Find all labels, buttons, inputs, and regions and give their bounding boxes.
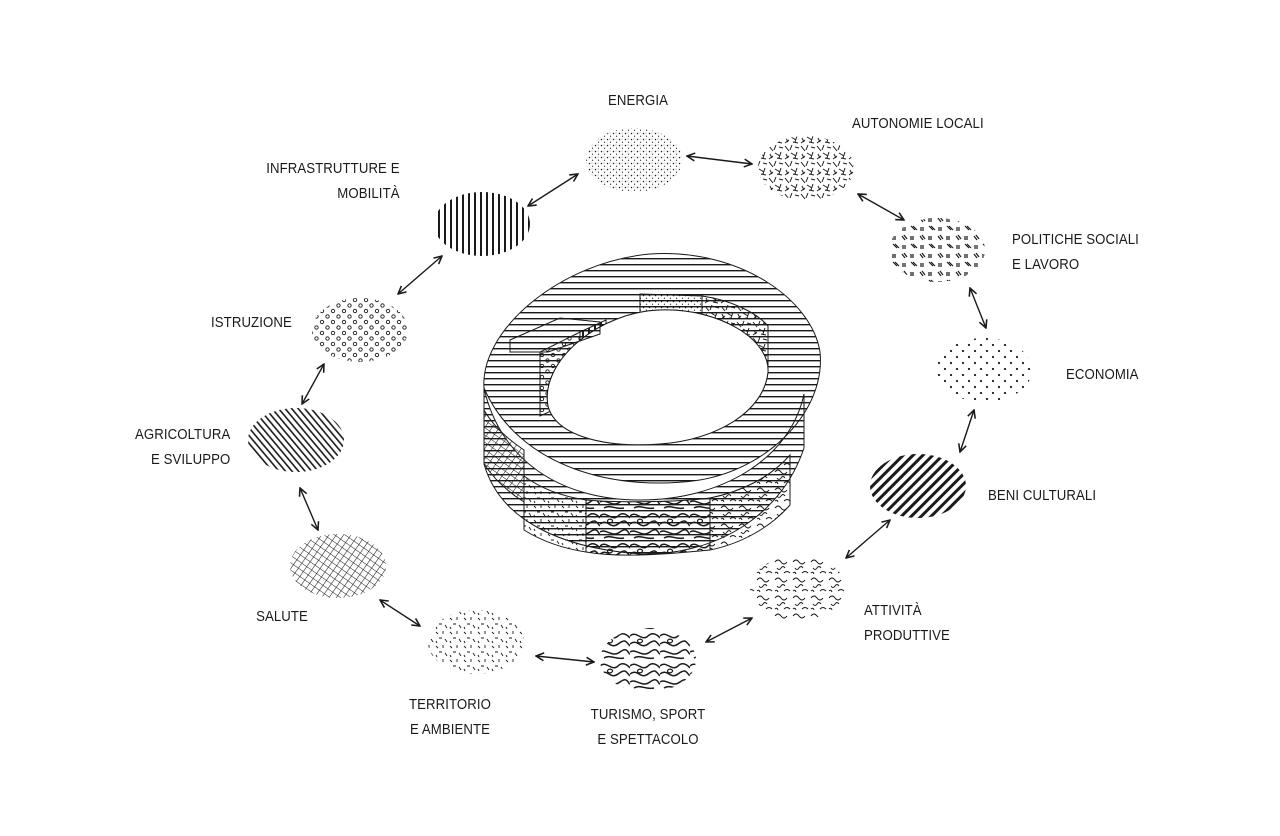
ring-wall-segment-squig: [709, 453, 791, 551]
label-politiche-sociali: POLITICHE SOCIALI E LAVORO: [1012, 231, 1139, 273]
arrow-territorio-salute: [380, 600, 420, 626]
connections: [300, 156, 986, 662]
arrow-politiche-economia: [970, 288, 986, 328]
arrow-salute-agricoltura: [300, 488, 318, 530]
label-infrastrutture-mobilita: INFRASTRUTTURE E MOBILITÀ: [266, 160, 400, 202]
label-turismo-sport: TURISMO, SPORT E SPETTACOLO: [590, 706, 706, 748]
ring-wall-segment-dots: [523, 475, 587, 553]
label-agricoltura-sviluppo: AGRICOLTURA E SVILUPPO: [134, 426, 230, 468]
arrow-economia-beni: [960, 410, 974, 452]
arrow-autonomie-politiche: [858, 194, 904, 220]
arrow-agricoltura-istruzione: [302, 364, 324, 404]
node-politiche: [889, 218, 985, 282]
node-beni: [870, 454, 966, 518]
label-beni-culturali: BENI CULTURALI: [988, 487, 1097, 504]
center-ring: [483, 253, 821, 556]
node-salute: [290, 534, 386, 598]
node-autonomie: [758, 136, 854, 200]
ring-cut-step: [509, 317, 601, 353]
node-turismo: [600, 628, 696, 692]
label-economia: ECONOMIA: [1066, 366, 1139, 383]
label-energia: ENERGIA: [607, 92, 669, 109]
node-infrastrutture: [434, 192, 530, 256]
label-autonomie-locali: AUTONOMIE LOCALI: [852, 115, 984, 132]
node-economia: [936, 338, 1032, 402]
ring-wall-segment-topo: [585, 497, 711, 556]
arrow-attivita-turismo: [706, 618, 752, 642]
node-attivita: [750, 556, 846, 620]
node-agricoltura: [248, 408, 344, 472]
nodes: [248, 128, 1032, 692]
node-energia: [586, 128, 682, 192]
label-attivita-produttive: ATTIVITÀ PRODUTTIVE: [864, 602, 950, 644]
ring-wall-segment-cross: [483, 408, 525, 503]
arrow-beni-attivita: [846, 520, 890, 558]
arrow-turismo-territorio: [536, 656, 594, 662]
arrow-infrastrutture-energia: [528, 174, 578, 206]
label-territorio-ambiente: TERRITORIO E AMBIENTE: [408, 696, 492, 738]
label-salute: SALUTE: [256, 608, 308, 625]
node-istruzione: [312, 298, 408, 362]
arrow-energia-autonomie: [687, 156, 752, 164]
label-istruzione: ISTRUZIONE: [211, 314, 292, 331]
node-territorio: [428, 610, 524, 674]
arrow-istruzione-infrastrutture: [398, 256, 442, 294]
